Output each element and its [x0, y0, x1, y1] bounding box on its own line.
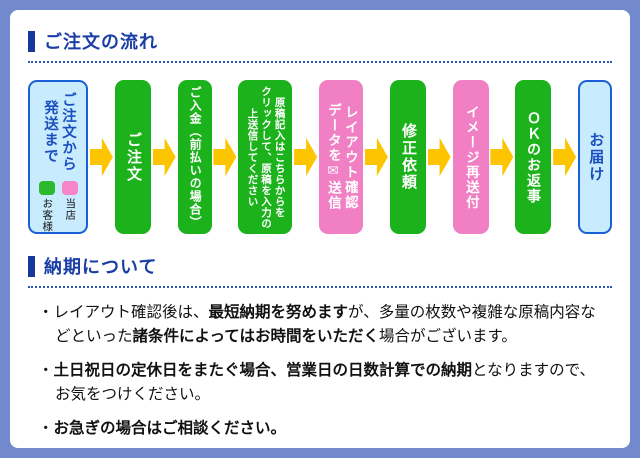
flow-step-label: ＯＫのお返事: [525, 110, 542, 204]
flow-arrow-icon: [553, 137, 577, 177]
flow-step-label: お届け: [587, 131, 605, 183]
flow-step-6: イメージ再送付: [452, 80, 489, 234]
flow-step-4: レイアウト確認データを✉送信: [319, 80, 363, 234]
legend-shop-label: 当店: [64, 198, 77, 221]
dotted-divider: [28, 61, 612, 63]
flow-step-1: ご注文: [114, 80, 151, 234]
flow-step-5: 修正依頼: [389, 80, 426, 234]
flow-arrow-icon: [213, 137, 237, 177]
page-title: ご注文の流れ: [44, 32, 158, 52]
flow-step-label: 原稿記入はこちらからを: [273, 96, 286, 218]
note-item: レイアウト確認後は、最短納期を努めますが、多量の枚数や複雑な原稿内容などといった…: [38, 301, 610, 349]
header-bar-icon: [28, 255, 35, 277]
flow-step-8: お届け: [578, 80, 612, 234]
customer-color-swatch: [38, 181, 55, 195]
flow-step-label: データを✉送信: [326, 103, 341, 211]
order-flow-diagram: ご注文から 発送まで お客様 当店 ご注文 ご入金（前払いの場合） 原稿記入はこちら…: [28, 79, 612, 235]
section-header-delivery: 納期について: [28, 253, 612, 279]
header-bar-icon: [28, 30, 35, 52]
flow-arrow-icon: [427, 137, 451, 177]
flow-legend: お客様 当店: [38, 181, 78, 233]
flow-arrow-icon: [152, 137, 176, 177]
intro-title: ご注文から 発送まで: [41, 92, 76, 172]
flow-step-label: ご注文: [125, 131, 142, 183]
flow-step-label: ご入金（前払いの場合）: [188, 85, 203, 229]
section-header-order-flow: ご注文の流れ: [28, 28, 612, 54]
intro-title-line: 発送まで: [42, 100, 58, 164]
notes-list: レイアウト確認後は、最短納期を努めますが、多量の枚数や複雑な原稿内容などといった…: [38, 301, 610, 441]
flow-step-label: クリックして、原稿を入力の: [260, 85, 273, 229]
flow-arrow-icon: [490, 137, 514, 177]
flow-step-label: 上送信してください: [246, 107, 259, 207]
flow-step-label: 修正依頼: [400, 123, 417, 191]
note-item: お急ぎの場合はご相談ください。: [38, 417, 610, 441]
flow-step-2: ご入金（前払いの場合）: [177, 80, 212, 234]
flow-step-3[interactable]: 原稿記入はこちらからをクリックして、原稿を入力の上送信してください: [238, 80, 293, 234]
legend-customer: お客様: [38, 181, 55, 233]
flow-arrow-icon: [364, 137, 388, 177]
dotted-divider: [28, 286, 612, 288]
intro-title-line: ご注文から: [59, 92, 76, 172]
delivery-section-title: 納期について: [44, 257, 158, 277]
flow-intro-box: ご注文から 発送まで お客様 当店: [28, 80, 88, 234]
flow-step-7: ＯＫのお返事: [515, 80, 552, 234]
flow-step-label: レイアウト確認: [342, 104, 358, 210]
legend-shop: 当店: [61, 181, 78, 233]
flow-arrow-icon: [294, 137, 318, 177]
shop-color-swatch: [61, 181, 78, 195]
legend-customer-label: お客様: [41, 198, 54, 233]
content-panel: ご注文の流れ ご注文から 発送まで お客様 当店 ご注文 ご入金（前払いの場合） 原…: [10, 10, 630, 448]
note-item: 土日祝日の定休日をまたぐ場合、営業日の日数計算での納期となりますので、お気をつけ…: [38, 359, 610, 407]
flow-step-label: イメージ再送付: [463, 104, 479, 210]
mail-icon: ✉: [326, 163, 341, 181]
flow-arrow-icon: [89, 137, 113, 177]
